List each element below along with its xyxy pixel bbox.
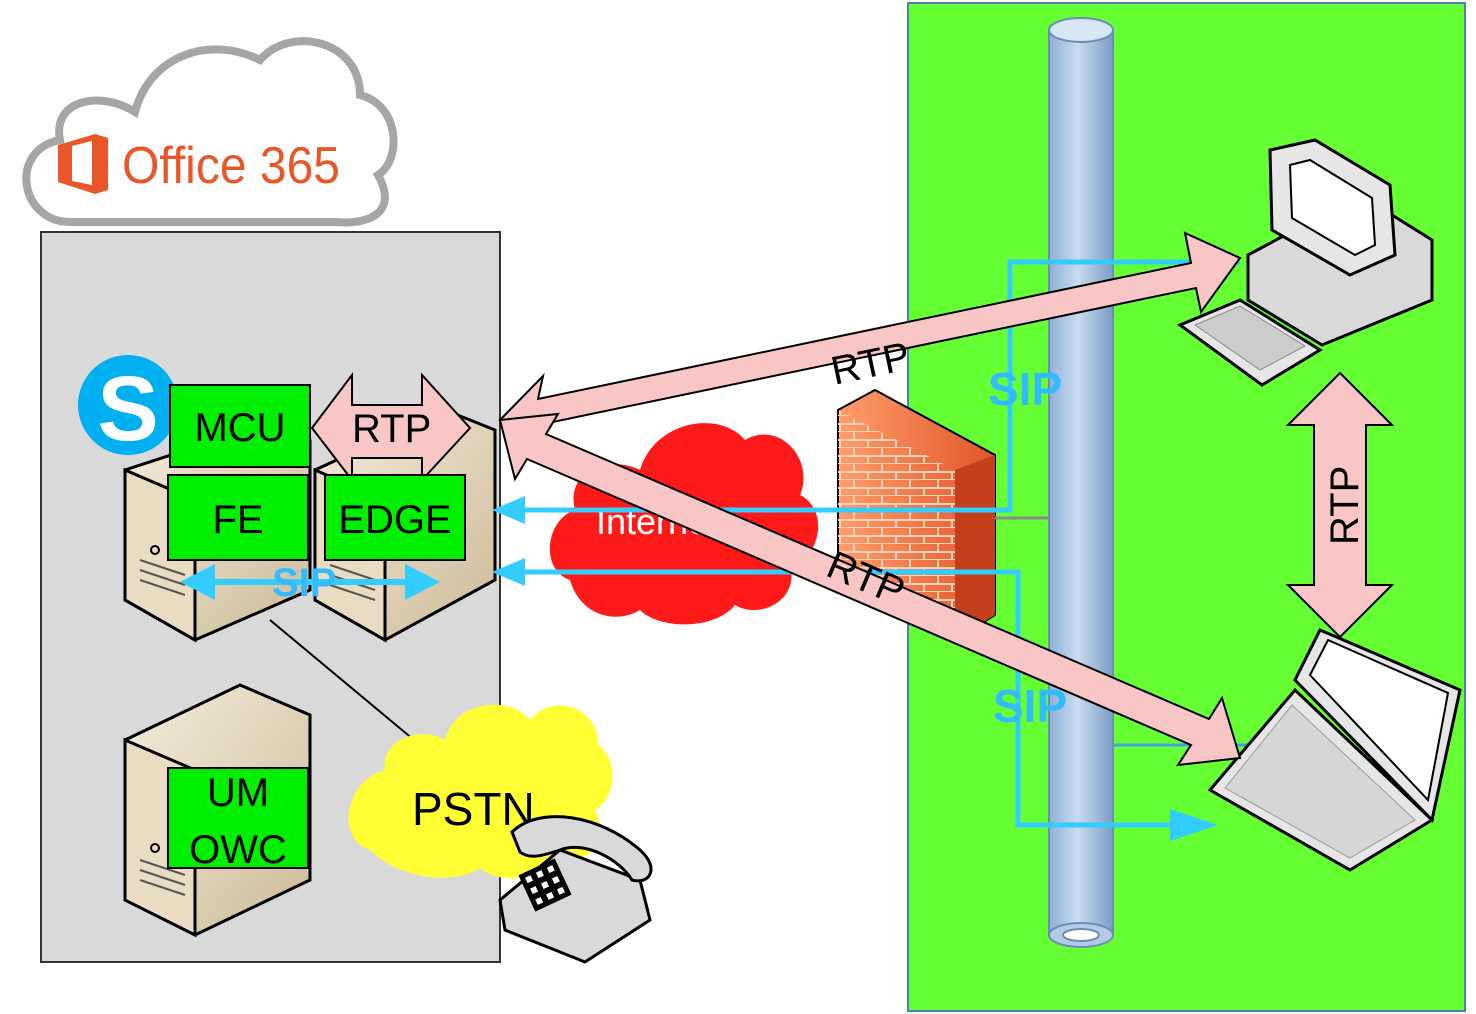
edge-role-label: EDGE <box>338 498 451 542</box>
sip-label-upper: SIP <box>988 363 1062 415</box>
network-bus-icon <box>1048 17 1114 948</box>
mcu-role-box <box>169 384 311 468</box>
owc-role-label: OWC <box>189 828 287 872</box>
pstn-label: PSTN <box>412 783 535 835</box>
rtp-label-vertical: RTP <box>1323 466 1367 545</box>
office365-cloud: Office 365 <box>22 37 398 227</box>
laptop-icon <box>1207 628 1462 872</box>
sip-arrowhead <box>492 496 525 524</box>
sip-label-lower: SIP <box>993 680 1067 732</box>
rtp-arrow-mcu-edge <box>310 372 472 483</box>
mcu-role-label: MCU <box>194 406 285 450</box>
sip-flows <box>520 259 1240 828</box>
pstn-link <box>269 619 433 756</box>
rtp-arrow-vertical <box>1285 371 1395 639</box>
skype-logo-icon: S <box>78 355 178 460</box>
office-logo-icon <box>58 134 108 194</box>
sip-arrow-internal <box>180 564 440 600</box>
desktop-computer-icon <box>1176 138 1434 387</box>
telephone-icon <box>498 815 653 964</box>
office365-label: Office 365 <box>122 137 340 195</box>
um-role-label: UM <box>207 771 269 815</box>
sip-arrowhead <box>1170 809 1218 841</box>
rtp-label-mcu-edge: RTP <box>352 407 431 451</box>
sip-label-internal: SIP <box>272 561 336 605</box>
fe-role-box <box>167 474 309 561</box>
svg-text:S: S <box>97 358 158 460</box>
sip-arrowhead <box>492 558 525 586</box>
rtp-arrow-lower <box>498 412 1242 767</box>
edge-role-box <box>324 474 466 561</box>
fe-role-label: FE <box>212 498 263 542</box>
um-owc-role-box <box>167 767 309 869</box>
